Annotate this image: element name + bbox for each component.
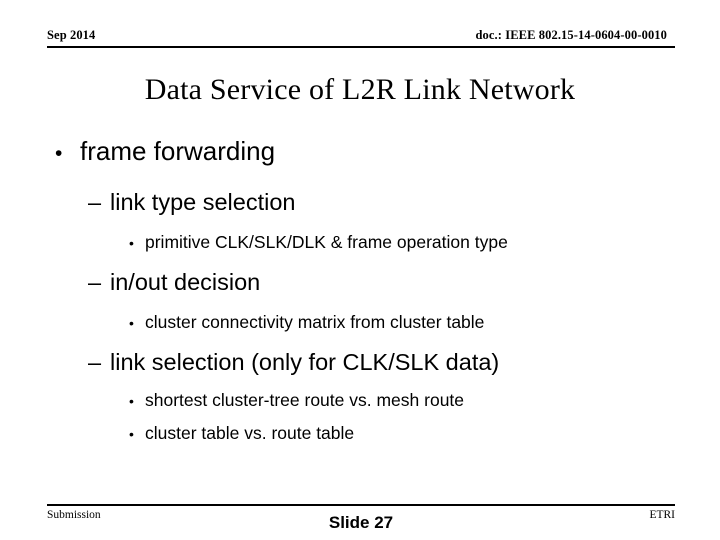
bullet-level1-frame-forwarding: • frame forwarding xyxy=(55,131,720,174)
slide-body: • frame forwarding – link type selection… xyxy=(0,131,720,452)
bullet-dot-icon: • xyxy=(129,426,134,442)
header-divider-rule xyxy=(47,46,675,48)
bullet-dot-icon: • xyxy=(129,235,134,251)
page-title: Data Service of L2R Link Network xyxy=(144,73,576,106)
bullet-level2-link-type-selection: – link type selection xyxy=(88,185,720,220)
header-date: Sep 2014 xyxy=(47,28,96,42)
bullet-dot-icon: • xyxy=(55,142,63,165)
bullet-text: shortest cluster-tree route vs. mesh rou… xyxy=(145,390,465,410)
footer-organization-label: ETRI xyxy=(649,509,675,521)
bullet-text: link selection (only for CLK/SLK data) xyxy=(110,349,500,375)
bullet-level3-shortest-cluster-tree-route: • shortest cluster-tree route vs. mesh r… xyxy=(129,386,720,416)
bullet-text: frame forwarding xyxy=(80,136,276,166)
bullet-level3-primitive-clk-slk-dlk: • primitive CLK/SLK/DLK & frame operatio… xyxy=(129,228,720,258)
footer-divider-rule xyxy=(47,504,675,506)
footer-submission-label: Submission xyxy=(47,509,101,521)
bullet-text: primitive CLK/SLK/DLK & frame operation … xyxy=(145,232,508,252)
slide-header: Sep 2014 doc.: IEEE 802.15-14-0604-00-00… xyxy=(47,28,675,50)
bullet-dash-icon: – xyxy=(88,269,102,295)
bullet-text: in/out decision xyxy=(110,269,261,295)
header-doc-id: doc.: IEEE 802.15-14-0604-00-0010 xyxy=(475,28,667,42)
bullet-text: cluster connectivity matrix from cluster… xyxy=(145,312,485,332)
bullet-level2-in-out-decision: – in/out decision xyxy=(88,265,720,300)
header-row: Sep 2014 doc.: IEEE 802.15-14-0604-00-00… xyxy=(47,28,675,42)
bullet-dot-icon: • xyxy=(129,393,134,409)
bullet-dot-icon: • xyxy=(129,315,134,331)
bullet-text: cluster table vs. route table xyxy=(145,423,355,443)
bullet-dash-icon: – xyxy=(88,189,102,215)
bullet-level2-link-selection: – link selection (only for CLK/SLK data) xyxy=(88,345,720,380)
bullet-dash-icon: – xyxy=(88,349,102,375)
bullet-text: link type selection xyxy=(110,189,296,215)
bullet-level3-cluster-connectivity-matrix: • cluster connectivity matrix from clust… xyxy=(129,308,720,338)
footer-slide-number: Slide 27 xyxy=(328,513,394,532)
bullet-level3-cluster-table-vs-route-table: • cluster table vs. route table xyxy=(129,419,720,449)
slide-footer: Submission Slide 27 ETRI xyxy=(47,508,675,534)
